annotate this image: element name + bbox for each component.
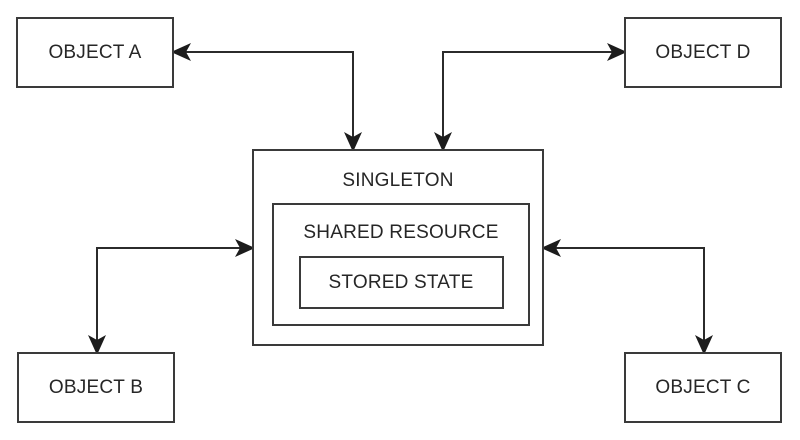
arrowhead-down-into-singleton-left <box>344 132 362 152</box>
arrowhead-down-into-singleton-right <box>434 132 452 152</box>
object-c-label: OBJECT C <box>655 377 750 398</box>
object-b-box[interactable] <box>17 352 175 423</box>
arrowhead-left-into-singleton-right <box>541 239 561 257</box>
object-c-group[interactable]: OBJECT C <box>624 352 782 423</box>
connector-path <box>96 247 247 347</box>
connector-singleton-to-object-d <box>434 43 627 152</box>
object-b-label: OBJECT B <box>49 377 143 398</box>
arrowhead-down-into-object-b <box>88 335 106 355</box>
object-a-label: OBJECT A <box>48 42 141 63</box>
arrowhead-down-into-object-c <box>695 335 713 355</box>
singleton-label: SINGLETON <box>342 170 453 191</box>
stored-state-label: STORED STATE <box>329 272 474 293</box>
arrowhead-right-into-singleton-left <box>235 239 255 257</box>
singleton-group[interactable]: SINGLETON SHARED RESOURCE STORED STATE <box>252 149 544 346</box>
object-d-group[interactable]: OBJECT D <box>624 17 782 88</box>
object-c-box[interactable] <box>624 352 782 423</box>
object-d-box[interactable] <box>624 17 782 88</box>
connector-object-b-to-singleton <box>88 239 255 355</box>
object-a-box[interactable] <box>16 17 174 88</box>
shared-resource-label: SHARED RESOURCE <box>303 222 498 243</box>
shared-resource-group[interactable]: SHARED RESOURCE STORED STATE <box>272 203 530 326</box>
object-d-label: OBJECT D <box>655 42 750 63</box>
stored-state-group[interactable]: STORED STATE <box>299 256 504 309</box>
connector-path <box>442 51 619 150</box>
stored-state-box[interactable] <box>299 256 504 309</box>
object-a-group[interactable]: OBJECT A <box>16 17 174 88</box>
connector-path <box>549 247 705 347</box>
connector-path <box>179 51 354 150</box>
connector-layer <box>88 43 713 355</box>
object-b-group[interactable]: OBJECT B <box>17 352 175 423</box>
arrowhead-right-into-object-d <box>607 43 627 61</box>
arrowhead-left-into-object-a <box>171 43 191 61</box>
connector-singleton-to-object-a <box>171 43 362 152</box>
connector-object-c-to-singleton <box>541 239 713 355</box>
